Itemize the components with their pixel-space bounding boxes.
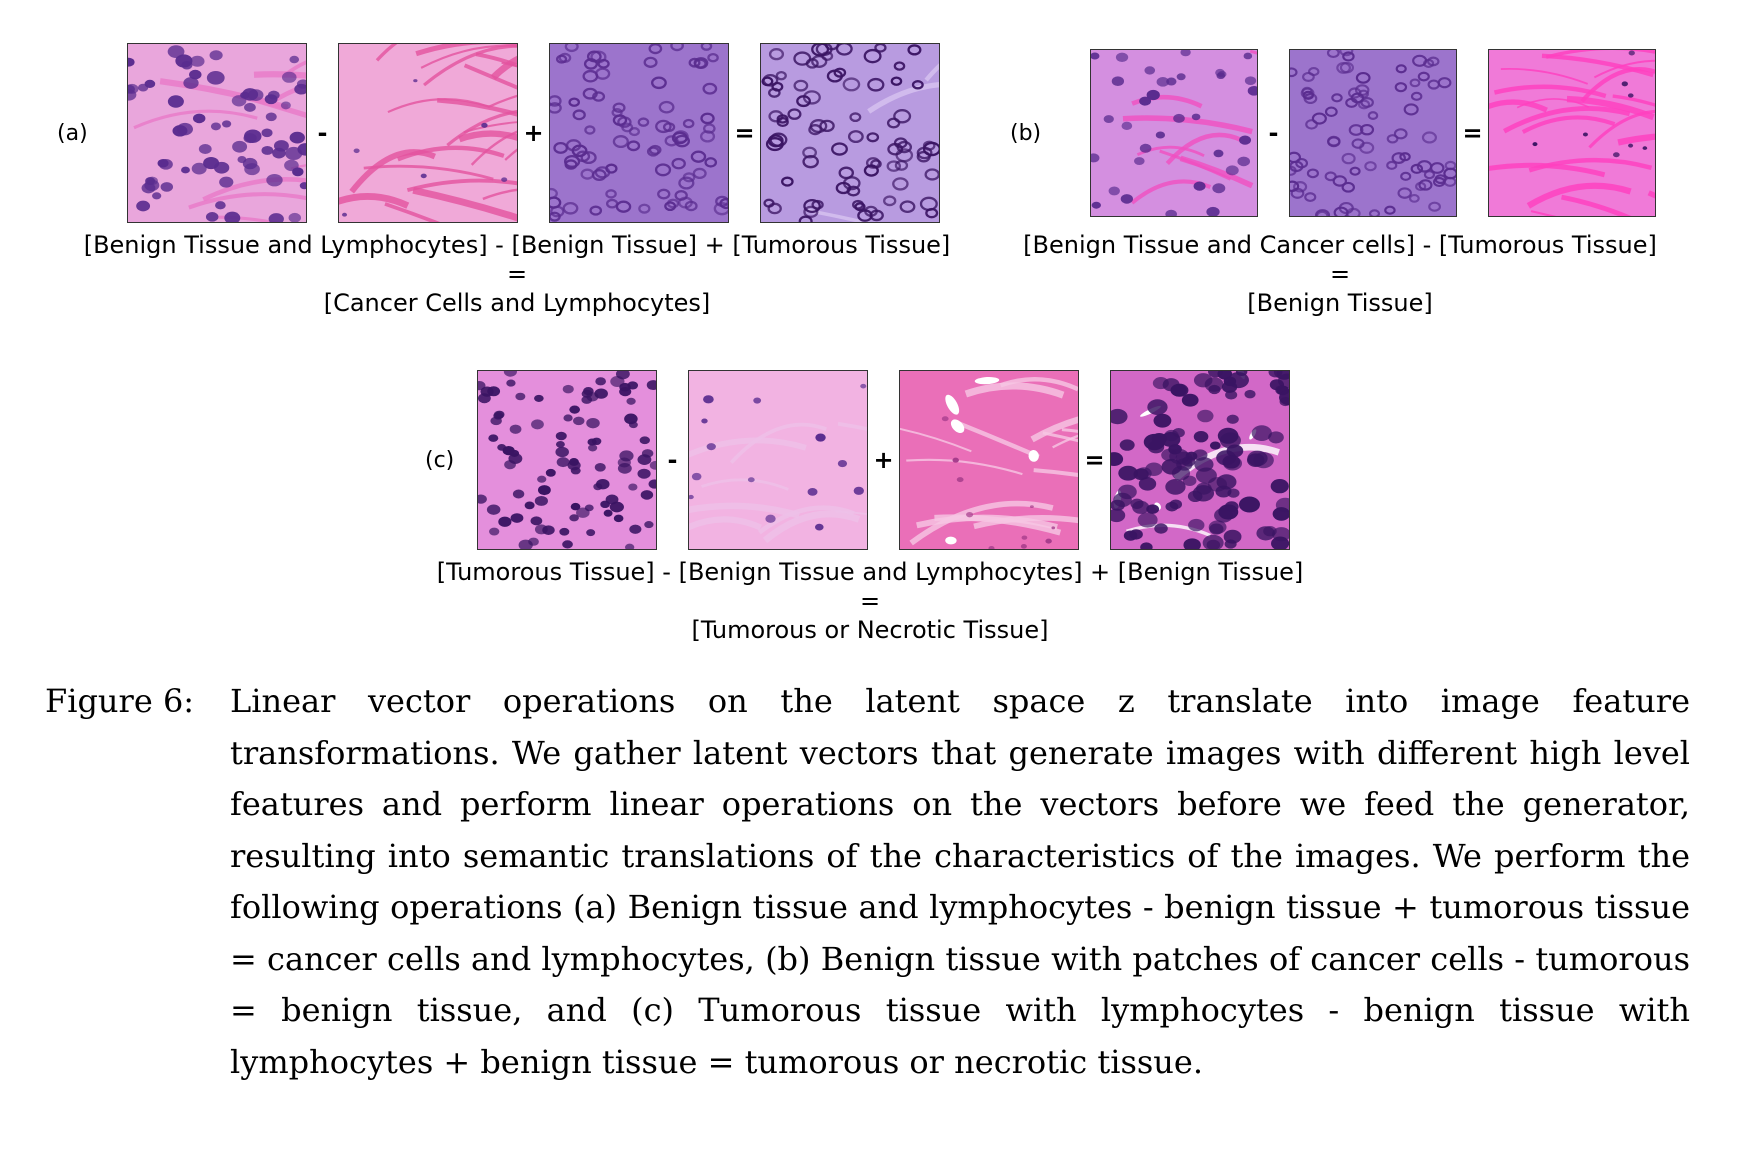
tile-a4-cancer-lymphocytes <box>760 43 940 223</box>
tissue-texture <box>1091 50 1257 216</box>
tile-c2-benign-lymphocytes <box>688 370 868 550</box>
tissue-texture <box>550 44 728 222</box>
tissue-texture <box>689 371 867 549</box>
panel-a-row: (a) - + = <box>57 43 977 223</box>
panel-a-caption-line3: [Cancer Cells and Lymphocytes] <box>323 289 711 317</box>
figure-number: Figure 6: <box>45 682 195 720</box>
minus-operator: - <box>667 446 678 474</box>
tissue-texture <box>900 371 1078 549</box>
tissue-texture <box>1489 50 1655 216</box>
tissue-texture <box>478 371 656 549</box>
minus-operator: - <box>1268 119 1279 147</box>
panel-c-caption-line1: [Tumorous Tissue] - [Benign Tissue and L… <box>436 558 1304 586</box>
panel-c-label: (c) <box>425 447 455 473</box>
tile-a3-tumorous-tissue <box>549 43 729 223</box>
panel-a-caption: [Benign Tissue and Lymphocytes] - [Benig… <box>57 231 977 318</box>
panel-c: (c) - + = [Tumorous Tissue] - [Benign Ti… <box>395 370 1345 645</box>
panel-a-label: (a) <box>57 120 88 146</box>
plus-operator: + <box>523 119 544 147</box>
panel-b-caption-line2: = <box>1329 260 1351 288</box>
tile-a2-benign-tissue <box>338 43 518 223</box>
panel-c-caption-line3: [Tumorous or Necrotic Tissue] <box>691 616 1049 644</box>
figure-caption-text: Linear vector operations on the latent s… <box>230 682 1690 1081</box>
tissue-texture <box>761 44 939 222</box>
panel-a: (a) - + = [Benign Tissue and Lymphocytes… <box>57 43 977 318</box>
tissue-texture <box>1111 371 1289 549</box>
tile-b1-benign-cancer-cells <box>1090 49 1258 217</box>
panel-b-caption-line3: [Benign Tissue] <box>1247 289 1433 317</box>
tissue-texture <box>128 44 306 222</box>
panel-b-row: (b) - = <box>1010 49 1690 217</box>
panel-b-caption: [Benign Tissue and Cancer cells] - [Tumo… <box>1000 231 1680 318</box>
tile-a1-benign-lymphocytes <box>127 43 307 223</box>
minus-operator: - <box>317 119 328 147</box>
tile-c3-benign-tissue <box>899 370 1079 550</box>
panel-b-caption-line1: [Benign Tissue and Cancer cells] - [Tumo… <box>1023 231 1657 259</box>
tissue-texture <box>339 44 517 222</box>
panel-b-label: (b) <box>1010 120 1042 146</box>
panel-a-caption-line2: = <box>506 260 528 288</box>
panel-a-caption-line1: [Benign Tissue and Lymphocytes] - [Benig… <box>83 231 951 259</box>
tile-b2-tumorous-tissue <box>1289 49 1457 217</box>
tile-c4-tumorous-necrotic <box>1110 370 1290 550</box>
tile-c1-tumorous-tissue <box>477 370 657 550</box>
panel-b: (b) - = [Benign Tissue and Cancer cells]… <box>1010 49 1690 318</box>
equals-operator: = <box>734 119 755 147</box>
tile-b3-benign-tissue <box>1488 49 1656 217</box>
equals-operator: = <box>1084 446 1105 474</box>
equals-operator: = <box>1462 119 1483 147</box>
tissue-texture <box>1290 50 1456 216</box>
plus-operator: + <box>873 446 894 474</box>
panel-c-caption-line2: = <box>859 587 881 615</box>
panel-c-row: (c) - + = <box>395 370 1345 550</box>
panel-c-caption: [Tumorous Tissue] - [Benign Tissue and L… <box>395 558 1345 645</box>
